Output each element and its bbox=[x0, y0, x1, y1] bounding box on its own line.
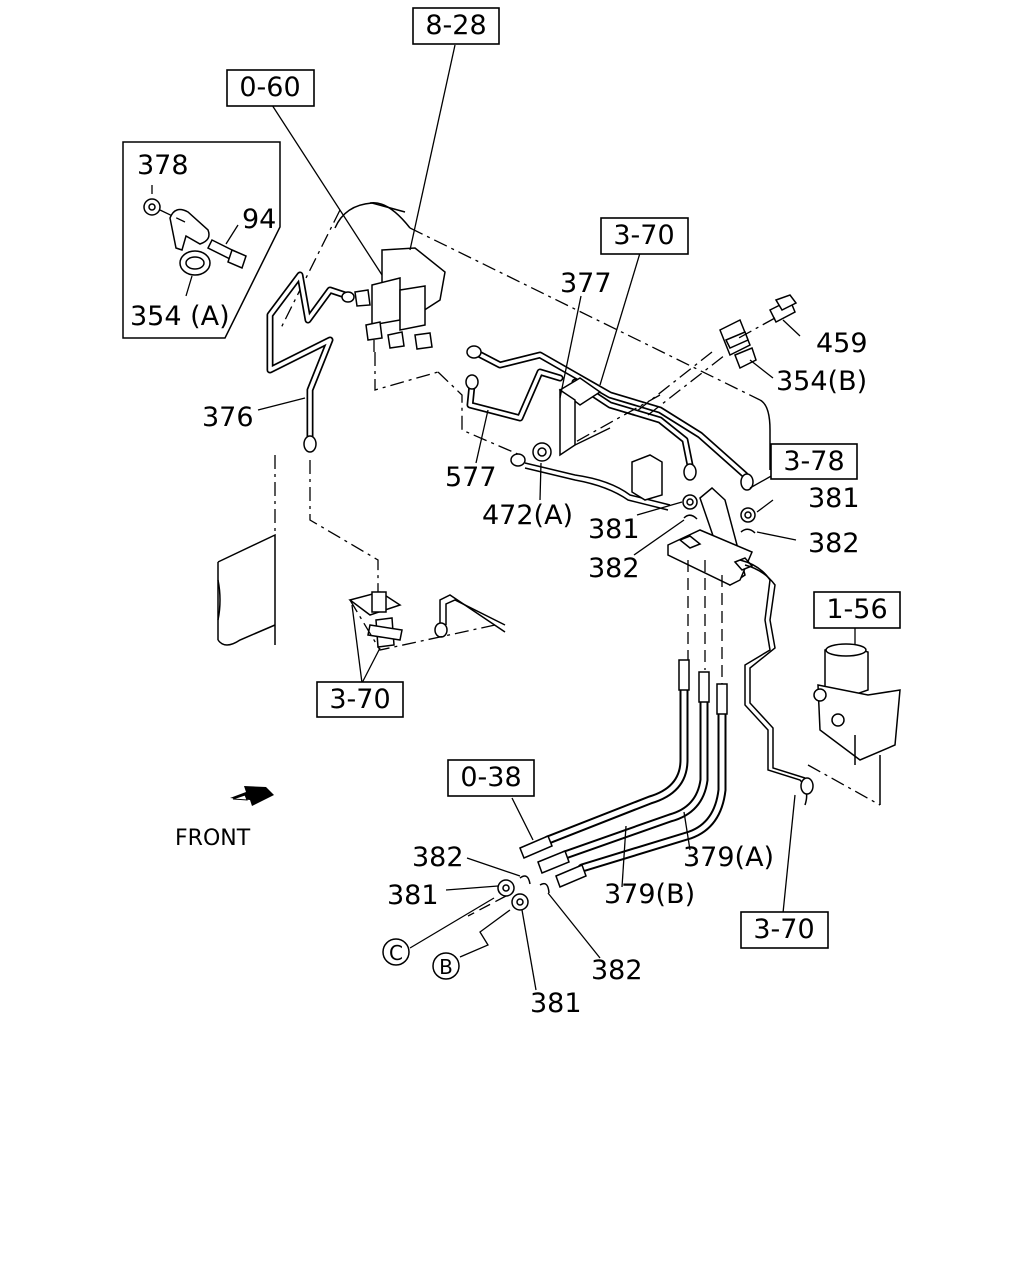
part-382-bottom-right-label: 382 bbox=[591, 955, 643, 986]
pipe-577 bbox=[465, 368, 564, 422]
bracket-378 bbox=[631, 454, 808, 806]
part-94-label: 94 bbox=[242, 204, 276, 235]
nut-472a bbox=[510, 442, 671, 511]
part-354a-label: 354 (A) bbox=[130, 301, 230, 332]
bracket-354a bbox=[169, 208, 211, 276]
part-459-label: 459 bbox=[816, 328, 868, 359]
ref-370-top-label: 3-70 bbox=[613, 220, 674, 251]
ref-828-label: 8-28 bbox=[425, 10, 486, 41]
valve-block bbox=[354, 247, 446, 352]
ref-038-label: 0-38 bbox=[460, 762, 521, 793]
circle-ref-b[interactable]: B bbox=[432, 952, 460, 980]
pipe-377 bbox=[466, 345, 754, 491]
ref-370-bottom-label: 3-70 bbox=[753, 914, 814, 945]
leader-lines bbox=[257, 44, 856, 991]
part-354b-label: 354(B) bbox=[776, 366, 867, 397]
frame-outline bbox=[217, 201, 771, 646]
ref-156[interactable]: 1-56 bbox=[813, 591, 901, 629]
part-382-bottom-left-label: 382 bbox=[412, 842, 464, 873]
ref-370-left[interactable]: 3-70 bbox=[316, 681, 404, 718]
part-379b-label: 379(B) bbox=[604, 879, 695, 910]
part-472a-label: 472(A) bbox=[482, 500, 573, 531]
part-381-bottom-right-label: 381 bbox=[530, 988, 582, 1019]
part-382-mid-right-label: 382 bbox=[808, 528, 860, 559]
ref-060-label: 0-60 bbox=[239, 72, 300, 103]
part-577-label: 577 bbox=[445, 462, 497, 493]
assembly-lines bbox=[309, 351, 726, 600]
bolt-459-clip bbox=[719, 294, 798, 370]
ref-378-label: 3-78 bbox=[783, 446, 844, 477]
bolt-94 bbox=[206, 238, 247, 270]
part-381-mid-right-label: 381 bbox=[808, 483, 860, 514]
part-381-bottom-left-label: 381 bbox=[387, 880, 439, 911]
circle-ref-c-label: C bbox=[389, 941, 403, 965]
part-377-label: 377 bbox=[560, 268, 612, 299]
ref-060[interactable]: 0-60 bbox=[226, 69, 315, 107]
ref-370-bottom[interactable]: 3-70 bbox=[740, 911, 829, 949]
nut-378 bbox=[143, 198, 161, 216]
part-381-mid-left-label: 381 bbox=[588, 514, 640, 545]
part-378-label: 378 bbox=[137, 150, 189, 181]
ref-370-left-label: 3-70 bbox=[329, 684, 390, 715]
lower-left-assembly bbox=[348, 591, 506, 651]
pipe-376 bbox=[266, 271, 355, 453]
circle-ref-b-label: B bbox=[439, 955, 453, 979]
ref-378[interactable]: 3-78 bbox=[770, 443, 858, 480]
part-376-label: 376 bbox=[202, 402, 254, 433]
ref-038[interactable]: 0-38 bbox=[447, 759, 535, 797]
front-label: FRONT bbox=[175, 826, 251, 851]
ref-370-top[interactable]: 3-70 bbox=[600, 217, 689, 255]
detail-inset bbox=[122, 141, 281, 339]
mid-bracket bbox=[558, 377, 611, 457]
bottom-nuts bbox=[467, 875, 550, 917]
circle-ref-c[interactable]: C bbox=[382, 938, 410, 966]
component-156 bbox=[800, 643, 901, 806]
part-382-mid-left-label: 382 bbox=[588, 553, 640, 584]
front-arrow-icon bbox=[230, 786, 274, 806]
hoses bbox=[519, 560, 728, 888]
ref-828[interactable]: 8-28 bbox=[412, 7, 500, 45]
ref-156-label: 1-56 bbox=[826, 594, 887, 625]
part-379a-label: 379(A) bbox=[683, 842, 774, 873]
